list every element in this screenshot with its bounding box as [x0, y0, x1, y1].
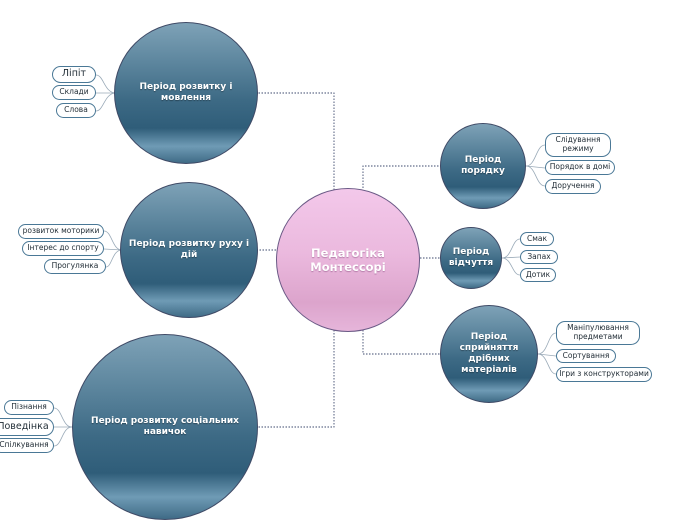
branch-order-label: Період порядку	[461, 154, 505, 176]
branch-order[interactable]: Період порядку	[440, 123, 526, 209]
leaf-order-3[interactable]: Доручення	[545, 179, 601, 194]
leaf-senses-1[interactable]: Смак	[520, 232, 554, 246]
connector-social	[258, 330, 335, 428]
leaf-materials-3[interactable]: Ігри з конструкторами	[556, 367, 652, 382]
branch-senses-label: Період відчуття	[448, 246, 494, 268]
leaf-social-1[interactable]: Пізнання	[4, 400, 54, 415]
branch-senses[interactable]: Період відчуття	[440, 227, 502, 289]
leaf-speech-2[interactable]: Склади	[52, 85, 96, 100]
center-node[interactable]: Педагогіка Монтессорі	[276, 188, 420, 332]
connector-materials	[362, 330, 440, 355]
branch-social-label: Період розвитку соціальних навичок	[91, 415, 239, 437]
leaf-order-1[interactable]: Слідування режиму	[545, 133, 611, 157]
leaf-speech-3[interactable]: Слова	[56, 103, 96, 118]
branch-materials-label: Період сприйняття дрібних матеріалів	[459, 331, 519, 376]
leaf-order-2[interactable]: Порядок в домі	[545, 160, 615, 175]
leaf-materials-1[interactable]: Маніпулювання предметами	[556, 321, 640, 345]
connector-order	[362, 165, 440, 188]
leaf-movement-3[interactable]: Прогулянка	[44, 259, 106, 274]
leaf-senses-2[interactable]: Запах	[520, 250, 558, 264]
connector-speech	[256, 92, 335, 190]
branch-movement-label: Період розвитку руху і дій	[128, 238, 250, 260]
leaf-senses-3[interactable]: Дотик	[520, 268, 556, 282]
leaf-materials-2[interactable]: Сортування	[556, 349, 616, 363]
branch-materials[interactable]: Період сприйняття дрібних матеріалів	[440, 305, 538, 403]
branch-social[interactable]: Період розвитку соціальних навичок	[72, 334, 258, 520]
leaf-social-2[interactable]: Поведінка	[0, 418, 54, 436]
branch-movement[interactable]: Період розвитку руху і дій	[120, 182, 258, 318]
branch-speech-label: Період розвитку і мовлення	[139, 81, 233, 103]
leaf-movement-1[interactable]: розвиток моторики	[18, 224, 104, 239]
leaf-social-3[interactable]: Спілкування	[0, 438, 54, 453]
branch-speech[interactable]: Період розвитку і мовлення	[114, 22, 258, 164]
center-label: Педагогіка Монтессорі	[310, 245, 386, 274]
leaf-movement-2[interactable]: Інтерес до спорту	[22, 241, 104, 256]
leaf-speech-1[interactable]: Ліпіт	[52, 66, 96, 83]
